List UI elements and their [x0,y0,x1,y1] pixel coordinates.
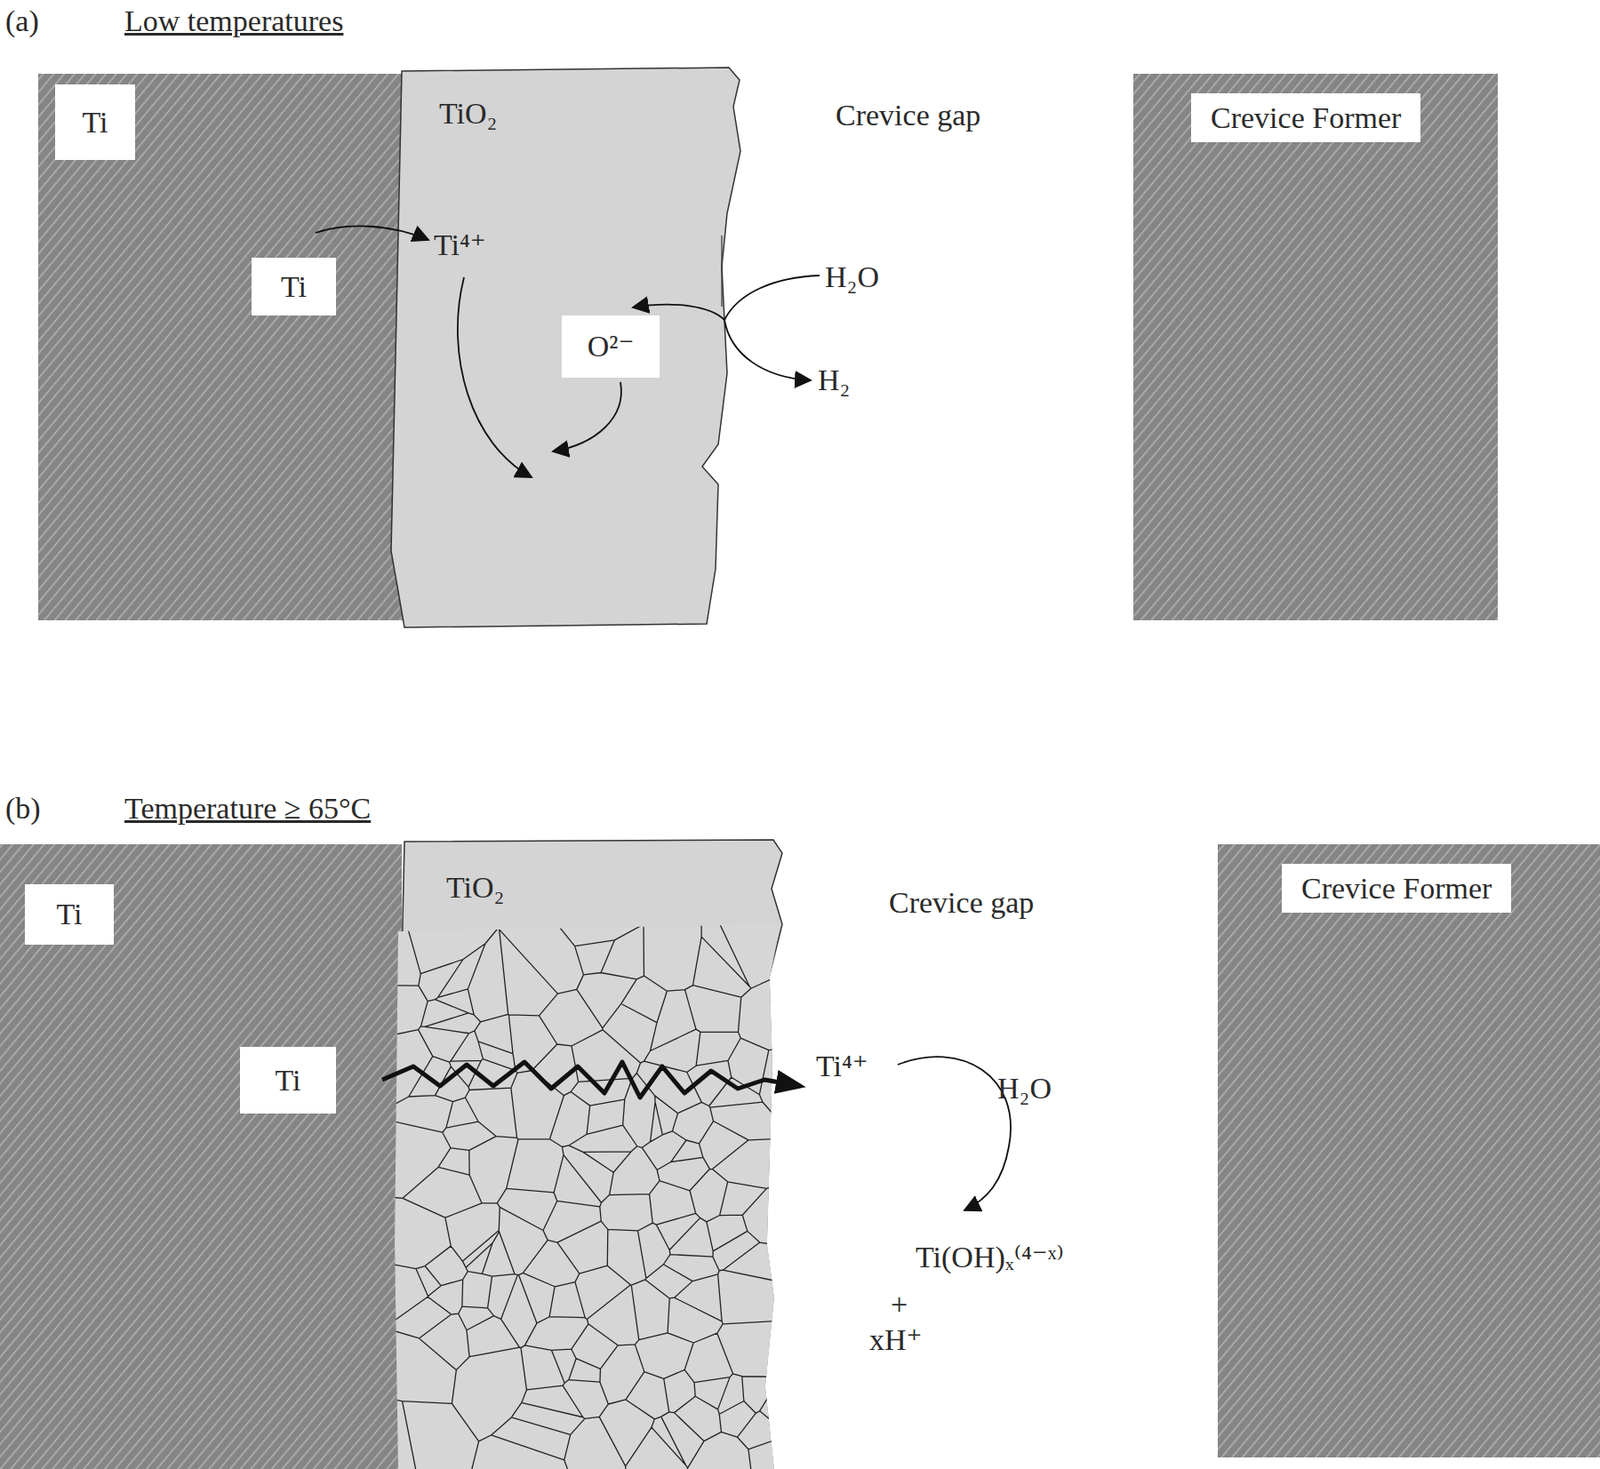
crevice-former [1217,844,1600,1458]
species-label: (a) [5,3,40,39]
node-text: Crevice Former [1281,864,1512,913]
node-text: TiO₂ [446,870,504,905]
species-label: (b) [5,791,41,826]
oxide-cracks [391,924,792,1469]
label-box: Ti [251,257,336,316]
crevice-former [1133,73,1498,621]
node-text: Crevice Former [1191,93,1421,143]
species-label: Crevice gap [835,97,981,133]
species-label: xH⁺ [869,1322,923,1358]
diffusion-arrow [382,1062,800,1098]
reaction-arrow [897,1056,1011,1211]
oxide-layer [391,67,741,628]
reaction-arrow [552,382,622,452]
titanium-metal [0,844,402,1469]
oxide-cracks [391,924,792,1469]
label-box: Ti [240,1047,336,1114]
crevice-former: Crevice Former [1217,844,1600,1458]
species-label: H₂O [824,259,880,295]
node-text: TiO₂ [439,96,497,131]
label-box: Ti [24,884,114,945]
panel-heading: Low temperatures [124,3,344,39]
node-text: Ti [56,896,82,932]
species-label: Ti(OH)ₓ⁽⁴⁻ˣ⁾ [915,1240,1064,1275]
oxide-region: TiO₂ O²⁻ [401,69,731,625]
reaction-arrow [724,275,820,320]
reaction-arrow [315,225,429,240]
label-box: O²⁻ [561,315,660,378]
species-label: Ti⁴⁺ [433,227,487,263]
panel-heading: Temperature ≥ 65°C [124,791,371,826]
species-label: + [890,1287,908,1322]
species-label: Ti⁴⁺ [816,1048,869,1084]
node-text: Ti [81,104,108,140]
reaction-arrow [724,320,811,381]
node-text: Ti [280,269,307,304]
oxide-region: TiO₂ [401,841,776,1464]
surface-tick [720,235,722,307]
species-label: H₂O [997,1071,1052,1106]
titanium-metal [38,73,403,621]
reaction-arrow [457,277,532,478]
species-label: Crevice gap [888,885,1034,920]
label-box: Ti [55,84,136,160]
species-label: H₂ [817,362,850,398]
crevice-former: Crevice Former [1133,73,1498,621]
node-text: Ti [274,1063,301,1098]
oxide-cracks [391,924,792,1469]
node-text: O²⁻ [587,328,635,364]
